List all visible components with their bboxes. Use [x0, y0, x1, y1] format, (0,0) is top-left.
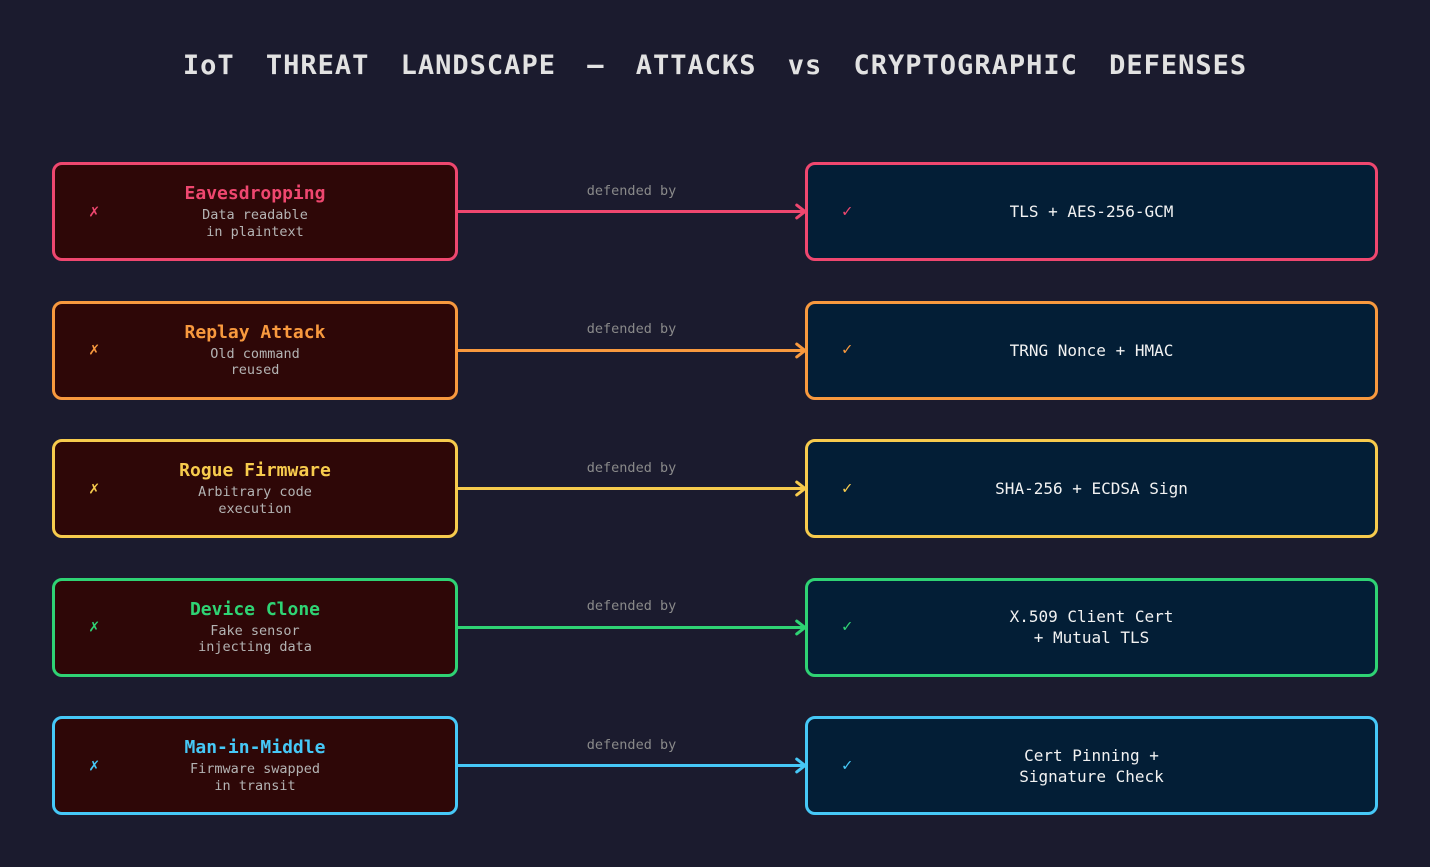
- threat-row-replay-attack: ✗ Replay Attack Old command reused defen…: [52, 300, 1378, 400]
- defense-box: ✓ TLS + AES-256-GCM: [805, 162, 1378, 261]
- attack-description-line: Firmware swapped: [189, 761, 321, 777]
- check-icon: ✓: [842, 616, 853, 637]
- defense-text: Cert Pinning + Signature Check: [1019, 745, 1164, 787]
- threat-row-eavesdropping: ✗ Eavesdropping Data readable in plainte…: [52, 162, 1378, 261]
- cross-icon: ✗: [89, 755, 100, 775]
- check-icon: ✓: [842, 339, 853, 360]
- defense-box: ✓ Cert Pinning + Signature Check: [805, 716, 1378, 815]
- attack-description: Firmware swapped in transit: [190, 761, 320, 794]
- arrow-head-icon: [791, 618, 805, 636]
- defense-text: X.509 Client Cert + Mutual TLS: [1010, 606, 1174, 648]
- defense-connector: defended by: [458, 301, 805, 400]
- defense-text-line: X.509 Client Cert: [1009, 607, 1174, 626]
- attack-box: ✗ Eavesdropping Data readable in plainte…: [52, 162, 458, 261]
- defense-text-line: TLS + AES-256-GCM: [1009, 202, 1174, 221]
- attack-description-line: in transit: [214, 777, 296, 794]
- defense-connector: defended by: [458, 578, 805, 677]
- defense-text-line: Cert Pinning +: [1024, 745, 1159, 765]
- connector-label: defended by: [586, 598, 677, 614]
- attack-box: ✗ Man-in-Middle Firmware swapped in tran…: [52, 716, 458, 815]
- defense-text-line: Signature Check: [1019, 766, 1164, 786]
- arrow-line: [458, 210, 804, 213]
- attack-description: Arbitrary code execution: [198, 484, 312, 517]
- defense-connector: defended by: [458, 162, 805, 261]
- cross-icon: ✗: [89, 201, 100, 221]
- connector-label: defended by: [586, 459, 677, 476]
- defense-text: TLS + AES-256-GCM: [1010, 201, 1174, 222]
- arrow-head-icon: [791, 480, 805, 498]
- attack-description-line: Old command: [210, 345, 300, 362]
- attack-description-line: reused: [230, 362, 280, 378]
- connector-label: defended by: [586, 182, 677, 199]
- attack-title: Replay Attack: [184, 321, 326, 343]
- check-icon: ✓: [842, 201, 853, 221]
- arrow-line: [458, 348, 804, 352]
- attack-box: ✗ Device Clone Fake sensor injecting dat…: [52, 577, 458, 677]
- attack-title: Man-in-Middle: [184, 737, 326, 758]
- page-title: IoT THREAT LANDSCAPE — ATTACKS vs CRYPTO…: [182, 50, 1248, 81]
- attack-description-line: Arbitrary code: [198, 484, 312, 500]
- threat-row-rogue-firmware: ✗ Rogue Firmware Arbitrary code executio…: [52, 439, 1378, 538]
- attack-title: Device Clone: [189, 598, 321, 620]
- arrow-line: [458, 487, 804, 490]
- defense-text-line: + Mutual TLS: [1033, 628, 1150, 647]
- defense-connector: defended by: [458, 439, 805, 538]
- defense-box: ✓ SHA-256 + ECDSA Sign: [805, 439, 1378, 538]
- threat-row-device-clone: ✗ Device Clone Fake sensor injecting dat…: [52, 577, 1378, 677]
- defense-box: ✓ X.509 Client Cert + Mutual TLS: [805, 577, 1378, 677]
- defense-text-line: TRNG Nonce + HMAC: [1009, 340, 1174, 360]
- arrow-head-icon: [791, 341, 805, 359]
- attack-box: ✗ Rogue Firmware Arbitrary code executio…: [52, 439, 458, 538]
- attack-description: Old command reused: [210, 346, 299, 379]
- check-icon: ✓: [842, 478, 853, 498]
- defense-box: ✓ TRNG Nonce + HMAC: [805, 300, 1378, 400]
- attack-description: Data readable in plaintext: [202, 207, 308, 240]
- attack-description-line: in plaintext: [206, 223, 304, 240]
- attack-description: Fake sensor injecting data: [198, 623, 312, 656]
- threat-rows: ✗ Eavesdropping Data readable in plainte…: [52, 162, 1378, 855]
- cross-icon: ✗: [89, 616, 100, 637]
- attack-title: Rogue Firmware: [179, 460, 331, 481]
- connector-label: defended by: [586, 321, 677, 337]
- check-icon: ✓: [842, 755, 853, 775]
- defense-text-line: SHA-256 + ECDSA Sign: [995, 479, 1188, 498]
- attack-title: Eavesdropping: [184, 183, 326, 204]
- defense-text: TRNG Nonce + HMAC: [1010, 340, 1174, 361]
- arrow-head-icon: [791, 203, 805, 221]
- cross-icon: ✗: [89, 339, 100, 360]
- arrow-line: [458, 625, 804, 629]
- defense-text: SHA-256 + ECDSA Sign: [995, 478, 1188, 499]
- arrow-line: [458, 764, 804, 767]
- cross-icon: ✗: [89, 478, 100, 498]
- attack-description-line: Fake sensor: [210, 622, 300, 639]
- threat-row-man-in-middle: ✗ Man-in-Middle Firmware swapped in tran…: [52, 716, 1378, 815]
- defense-connector: defended by: [458, 716, 805, 815]
- connector-label: defended by: [586, 736, 677, 753]
- attack-description-line: injecting data: [198, 639, 312, 655]
- attack-description-line: execution: [218, 500, 292, 517]
- arrow-head-icon: [791, 757, 805, 775]
- attack-box: ✗ Replay Attack Old command reused: [52, 300, 458, 400]
- attack-description-line: Data readable: [202, 207, 308, 223]
